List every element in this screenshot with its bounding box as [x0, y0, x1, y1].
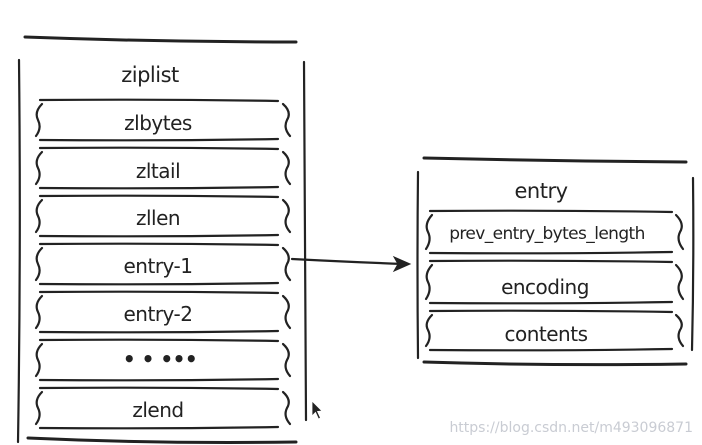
field-bottom-line	[38, 233, 280, 238]
field-right-brace	[674, 213, 685, 251]
ziplist-field-zlend: zlend	[34, 386, 292, 430]
field-top-line	[38, 242, 280, 247]
field-top-line	[38, 386, 280, 391]
entry-field-encoding: encoding	[424, 259, 685, 305]
field-right-brace	[674, 313, 685, 348]
field-top-line	[38, 194, 280, 199]
field-top-line	[38, 146, 280, 151]
mouse-cursor-icon	[311, 400, 323, 420]
ziplist-bottom-border	[26, 436, 298, 444]
field-top-line	[428, 309, 674, 314]
field-bottom-line	[38, 425, 280, 430]
field-bottom-line	[428, 347, 674, 352]
watermark-text: https://blog.csdn.net/m493096871	[449, 420, 693, 436]
field-left-brace	[424, 313, 434, 348]
entry-bottom-border	[422, 360, 688, 367]
field-top-line	[38, 290, 280, 295]
field-label: entry-1	[124, 254, 193, 278]
field-left-brace	[34, 390, 44, 426]
field-top-line	[428, 259, 674, 264]
ziplist-left-border	[16, 58, 21, 444]
field-bottom-line	[428, 250, 674, 255]
field-right-brace	[281, 150, 292, 186]
field-right-brace	[281, 246, 292, 282]
arrow-shaft	[290, 257, 406, 266]
ziplist-field-zlbytes: zlbytes	[34, 98, 292, 142]
field-bottom-line	[428, 300, 674, 305]
field-top-line	[428, 209, 674, 214]
ziplist-field-zllen: zllen	[34, 194, 292, 238]
entry-top-border	[422, 156, 688, 164]
entry-left-border	[416, 170, 420, 360]
entry-field-prev-entry-bytes-length: prev_entry_bytes_length	[424, 209, 685, 255]
field-label: entry-2	[124, 302, 193, 326]
entry-container: entry	[416, 156, 695, 367]
field-bottom-line	[38, 137, 280, 142]
field-label: zllen	[136, 206, 180, 230]
field-right-brace	[281, 198, 292, 234]
field-left-brace	[424, 263, 434, 301]
field-bottom-line	[38, 329, 280, 334]
field-right-brace	[281, 294, 292, 330]
field-label: zltail	[136, 159, 180, 183]
ziplist-right-border	[302, 60, 308, 422]
field-left-brace	[34, 342, 44, 378]
field-left-brace	[34, 150, 44, 186]
field-left-brace	[34, 246, 44, 282]
entry-right-border	[690, 176, 695, 352]
field-bottom-line	[38, 377, 280, 382]
ziplist-title: ziplist	[121, 63, 179, 87]
field-right-brace	[281, 390, 292, 426]
field-label: encoding	[501, 275, 589, 299]
ziplist-field-entry-1: entry-1	[34, 242, 292, 286]
field-bottom-line	[38, 185, 280, 190]
ziplist-field-ellipsis: • • •••	[34, 338, 292, 382]
field-right-brace	[281, 342, 292, 378]
field-label: • • •••	[123, 347, 197, 371]
field-right-brace	[281, 102, 292, 138]
ziplist-field-entry-2: entry-2	[34, 290, 292, 334]
field-label: prev_entry_bytes_length	[449, 224, 645, 244]
field-left-brace	[34, 198, 44, 234]
field-bottom-line	[38, 281, 280, 286]
field-left-brace	[34, 294, 44, 330]
arrow-head	[392, 255, 412, 273]
field-left-brace	[34, 102, 44, 138]
arrow-entry-1-to-entry	[290, 255, 412, 273]
field-label: zlbytes	[124, 111, 192, 135]
field-label: zlend	[132, 398, 183, 422]
ziplist-top-border	[23, 35, 298, 44]
field-label: contents	[505, 322, 588, 346]
field-right-brace	[674, 263, 685, 301]
entry-title: entry	[514, 179, 567, 203]
field-left-brace	[424, 213, 434, 251]
ziplist-container: ziplist	[16, 35, 308, 444]
entry-field-contents: contents	[424, 309, 685, 352]
field-top-line	[38, 338, 280, 343]
field-top-line	[38, 98, 280, 103]
ziplist-field-zltail: zltail	[34, 146, 292, 190]
